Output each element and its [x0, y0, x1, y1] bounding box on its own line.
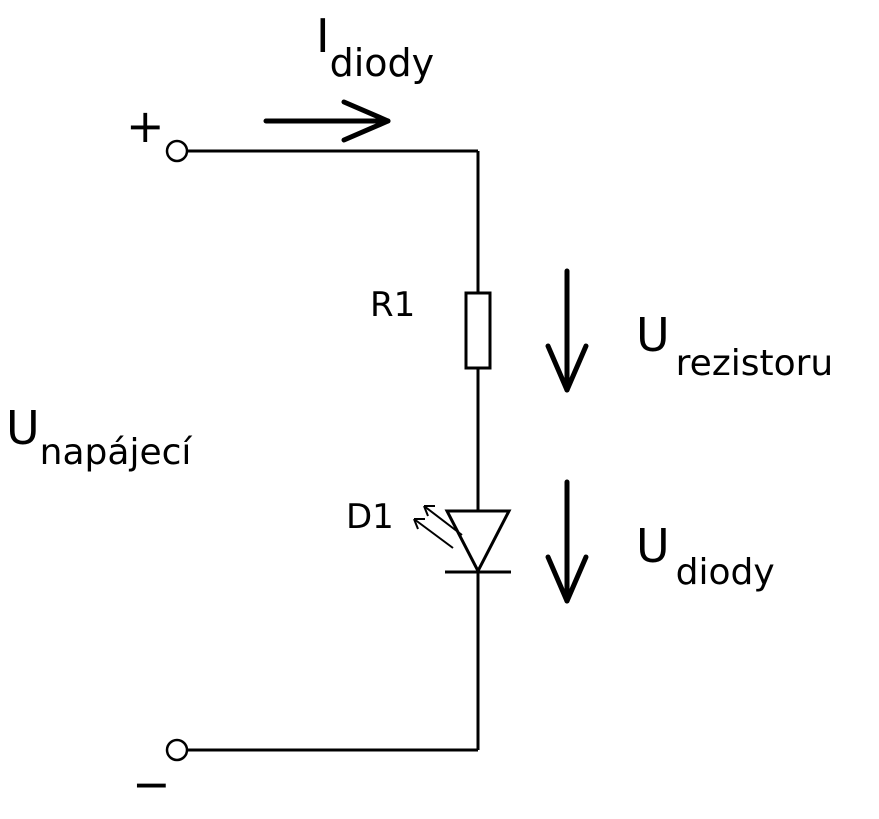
current-label: Idiody: [316, 9, 434, 85]
minus-sign: −: [132, 757, 171, 811]
led-d1: [444, 509, 512, 575]
resistor-r1: [464, 291, 492, 370]
supply-voltage-main: U: [6, 401, 40, 455]
diode-voltage-arrow: [545, 479, 589, 604]
negative-terminal: [165, 738, 189, 762]
light-emission-arrows-icon: [413, 505, 463, 549]
current-label-sub: diody: [330, 41, 435, 85]
plus-sign: +: [126, 99, 165, 153]
positive-terminal: [165, 139, 189, 163]
diode-voltage-main: U: [636, 519, 670, 573]
wire-top: [187, 149, 480, 293]
resistor-voltage-main: U: [636, 308, 670, 362]
supply-voltage-label: Unapájecí: [6, 401, 192, 473]
resistor-voltage-sub: rezistoru: [676, 343, 834, 384]
supply-voltage-sub: napájecí: [40, 432, 193, 473]
wire-bottom: [187, 572, 480, 752]
r1-label: R1: [370, 285, 415, 325]
d1-label: D1: [346, 497, 394, 537]
current-arrow: [263, 99, 391, 143]
diode-voltage-sub: diody: [676, 552, 775, 593]
current-label-main: I: [316, 9, 330, 63]
resistor-voltage-label: Urezistoru: [636, 308, 833, 384]
resistor-voltage-arrow: [545, 268, 589, 393]
